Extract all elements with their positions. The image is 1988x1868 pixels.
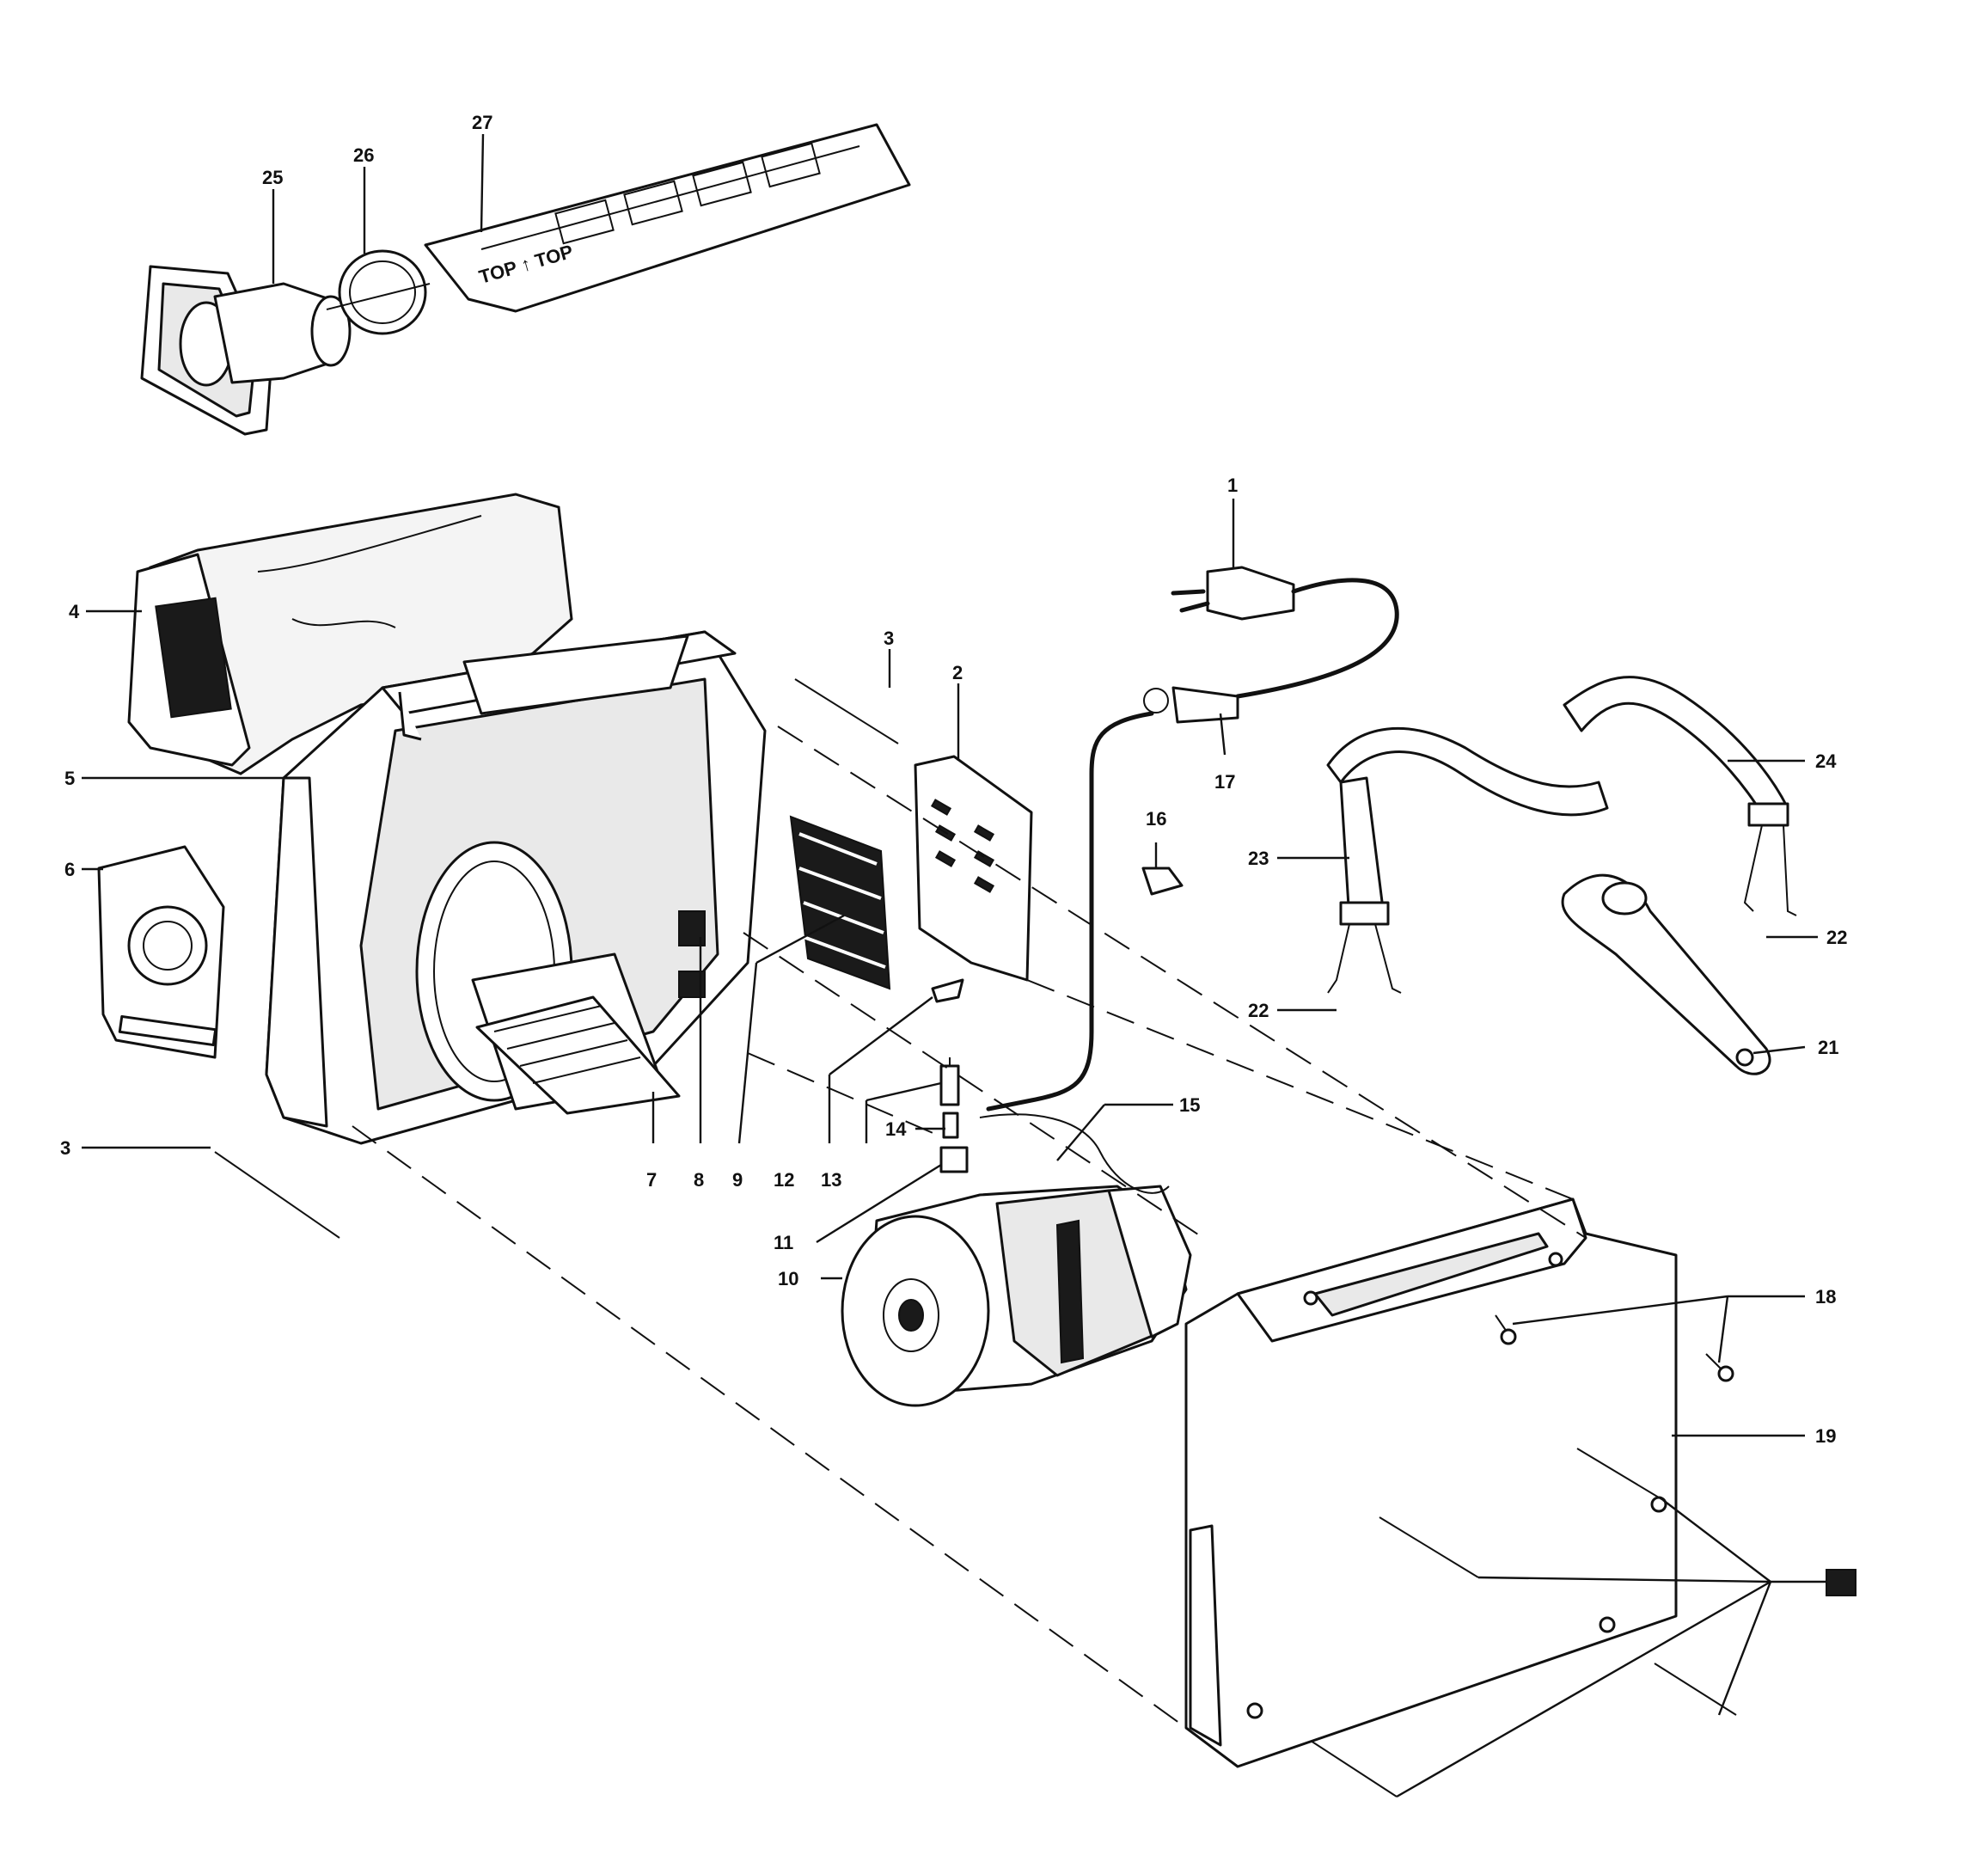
callout-22-right: 22 (1826, 927, 1847, 948)
screw-group-marker (1826, 1569, 1856, 1596)
callout-3-lower: 3 (60, 1137, 70, 1159)
part-10-motor (841, 1185, 1192, 1407)
part-9-foam-filter (789, 815, 891, 990)
part-15-wire (979, 1113, 1170, 1194)
internal-lead (986, 711, 1154, 1112)
part-14-connector (942, 1112, 959, 1139)
part-3-rod-lower (214, 1151, 340, 1239)
part-27-paper-bag: TOP ↑ TOP (424, 123, 911, 313)
callout-22-left: 22 (1248, 1000, 1269, 1021)
assembly-lines (352, 726, 1587, 1729)
part-19-side-cover (1184, 1197, 1678, 1768)
callout-6: 6 (64, 859, 75, 880)
part-7-grille (475, 995, 681, 1115)
callout-2: 2 (952, 662, 963, 683)
callout-12: 12 (774, 1169, 794, 1191)
callout-7: 7 (646, 1169, 657, 1191)
callout-24: 24 (1815, 750, 1837, 772)
part-1-plug (1171, 566, 1295, 621)
part-25-bag-collar (140, 265, 352, 436)
callout-25: 25 (262, 167, 283, 188)
callout-23: 23 (1248, 848, 1269, 869)
part-18-screws (1495, 1314, 1734, 1382)
callout-18: 18 (1815, 1286, 1836, 1308)
part-3-rod-upper (794, 678, 899, 744)
part-4-cloth-bag (127, 493, 573, 775)
part-13-switch (939, 1057, 960, 1106)
callout-17: 17 (1214, 771, 1235, 793)
callout-13: 13 (821, 1169, 841, 1191)
part-11-terminal-block (939, 1146, 969, 1173)
part-12-switch-cap (931, 978, 964, 1003)
part-2-filter-frame (914, 755, 1033, 982)
callout-15: 15 (1179, 1094, 1200, 1116)
callout-21: 21 (1818, 1037, 1838, 1058)
callout-3-upper: 3 (884, 628, 894, 649)
callout-4: 4 (69, 601, 80, 622)
callout-16: 16 (1146, 808, 1166, 830)
power-cord (1235, 578, 1399, 699)
part-6-end-plate (97, 845, 225, 1059)
callout-11: 11 (774, 1232, 793, 1253)
callout-8: 8 (694, 1169, 704, 1191)
callout-10: 10 (778, 1268, 798, 1289)
part-21-handle (1561, 873, 1771, 1075)
callout-14: 14 (885, 1118, 907, 1140)
part-16-cord-clip (1141, 867, 1184, 896)
callout-9: 9 (732, 1169, 743, 1191)
callout-5: 5 (64, 768, 75, 789)
callout-27: 27 (472, 112, 492, 133)
part-17-cord-strain-relief (1143, 686, 1239, 724)
callout-1: 1 (1227, 475, 1238, 496)
long-screws (1310, 1448, 1737, 1798)
part-22-hook-right (1743, 824, 1797, 916)
part-23-24-strap (1326, 676, 1789, 926)
callout-19: 19 (1815, 1425, 1836, 1447)
callout-26: 26 (353, 144, 374, 166)
leader-lines (82, 133, 1826, 1798)
part-26-ring (326, 249, 431, 335)
callout-labels: 1 2 3 3 4 5 6 7 8 9 10 11 12 13 14 15 16… (60, 112, 1847, 1447)
part-22-hook-left (1327, 923, 1402, 994)
